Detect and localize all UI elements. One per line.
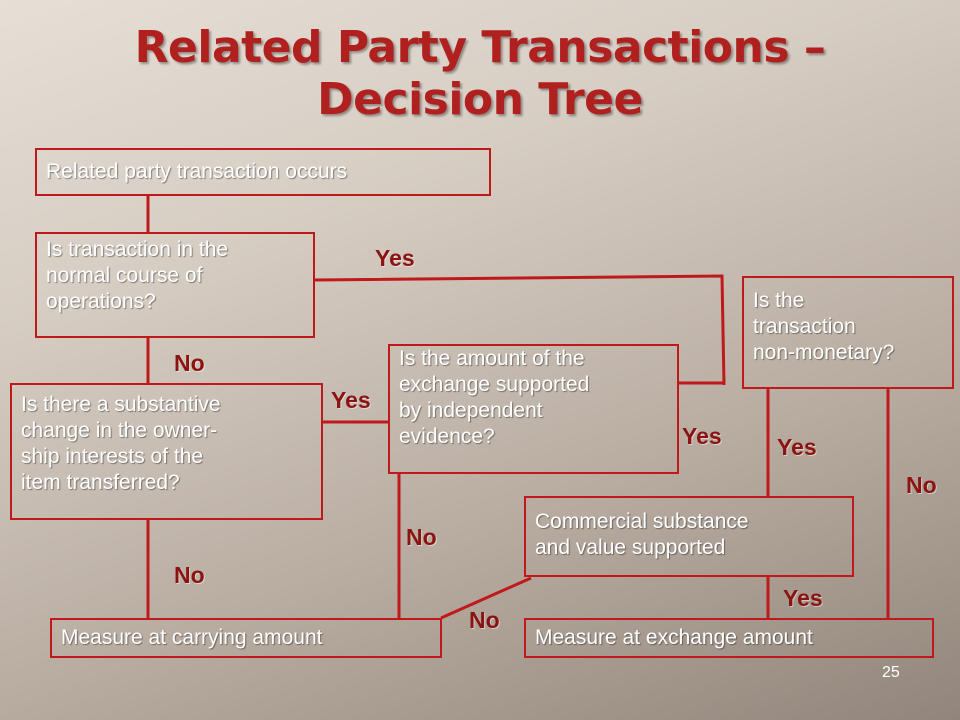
label-nonmon-no: No [906,472,937,498]
label-ownership-no: No [174,562,205,588]
outcome-carrying-amount: Measure at carrying amount [50,618,442,658]
connector-normal-yes [313,274,726,386]
page-number: 25 [882,664,900,681]
node-normal-course-question: Is transaction in the normal course of o… [35,232,315,338]
node-commercial-substance: Commercial substance and value supported [524,496,854,577]
node-ownership-change-question: Is there a substantive change in the own… [10,383,323,520]
label-ownership-yes: Yes [331,387,371,413]
label-normal-yes: Yes [375,245,415,271]
node-non-monetary-question: Is the transaction non-monetary? [742,276,954,389]
label-normal-no: No [174,350,205,376]
page-title: Related Party Transactions – Decision Tr… [0,22,960,126]
connector-commercial-no [440,576,532,620]
title-line-2: Decision Tree [317,74,643,125]
label-commercial-no: No [469,607,500,633]
label-evidence-yes: Yes [682,423,722,449]
label-nonmon-yes: Yes [777,434,817,460]
node-transaction-occurs: Related party transaction occurs [35,148,491,196]
label-commercial-yes: Yes [783,585,823,611]
node-independent-evidence-question: Is the amount of the exchange supported … [388,344,679,474]
outcome-exchange-amount: Measure at exchange amount [524,618,934,658]
label-evidence-no: No [406,524,437,550]
title-line-1: Related Party Transactions – [134,22,826,73]
